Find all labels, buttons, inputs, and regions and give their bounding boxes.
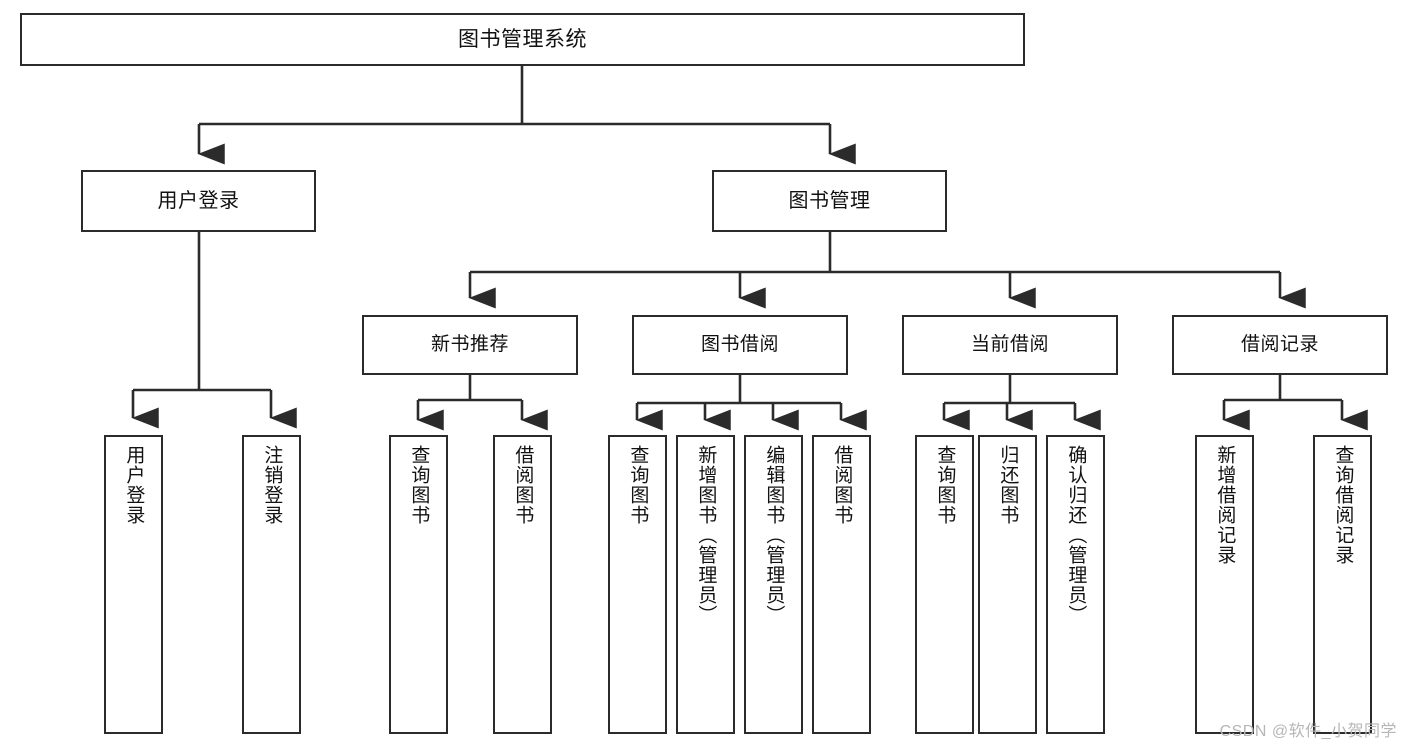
node-label: 借阅图书 [512,445,534,525]
node-label: 查询借阅记录 [1332,445,1354,565]
node-label: 借阅记录 [1240,334,1319,356]
node-new-book-recommendation[interactable]: 新书推荐 [362,315,578,375]
node-root-book-management-system[interactable]: 图书管理系统 [20,13,1025,66]
leaf-add-borrow-record[interactable]: 新增借阅记录 [1195,435,1254,734]
leaf-user-login[interactable]: 用户登录 [104,435,163,734]
node-label: 当前借阅 [970,334,1049,356]
leaf-borrow-book-newbook[interactable]: 借阅图书 [493,435,552,734]
node-label: 查询图书 [627,445,649,525]
node-label: 图书管理 [788,189,871,212]
leaf-add-book-admin[interactable]: 新增图书（管理员） [676,435,735,734]
node-book-management[interactable]: 图书管理 [712,170,947,232]
node-user-login[interactable]: 用户登录 [81,170,316,232]
node-current-borrowing[interactable]: 当前借阅 [902,315,1118,375]
node-label: 新增图书（管理员） [695,445,717,625]
node-label: 图书借阅 [700,334,779,356]
node-label: 确认归还（管理员） [1065,445,1087,625]
node-borrowing-record[interactable]: 借阅记录 [1172,315,1388,375]
node-label: 注销登录 [261,445,283,525]
node-label: 新书推荐 [430,334,509,356]
leaf-return-book[interactable]: 归还图书 [978,435,1037,734]
leaf-query-book-newbook[interactable]: 查询图书 [389,435,448,734]
node-label: 查询图书 [934,445,956,525]
node-book-borrowing[interactable]: 图书借阅 [632,315,848,375]
leaf-edit-book-admin[interactable]: 编辑图书（管理员） [744,435,803,734]
leaf-user-logout[interactable]: 注销登录 [242,435,301,734]
node-label: 借阅图书 [831,445,853,525]
node-label: 图书管理系统 [458,27,587,51]
node-label: 查询图书 [408,445,430,525]
leaf-query-book-current[interactable]: 查询图书 [915,435,974,734]
leaf-query-borrow-record[interactable]: 查询借阅记录 [1313,435,1372,734]
node-label: 编辑图书（管理员） [763,445,785,625]
leaf-confirm-return-admin[interactable]: 确认归还（管理员） [1046,435,1105,734]
node-label: 归还图书 [997,445,1019,525]
leaf-borrow-book[interactable]: 借阅图书 [812,435,871,734]
leaf-query-book-borrow[interactable]: 查询图书 [608,435,667,734]
node-label: 新增借阅记录 [1214,445,1236,565]
node-label: 用户登录 [157,189,240,212]
node-label: 用户登录 [123,445,145,525]
